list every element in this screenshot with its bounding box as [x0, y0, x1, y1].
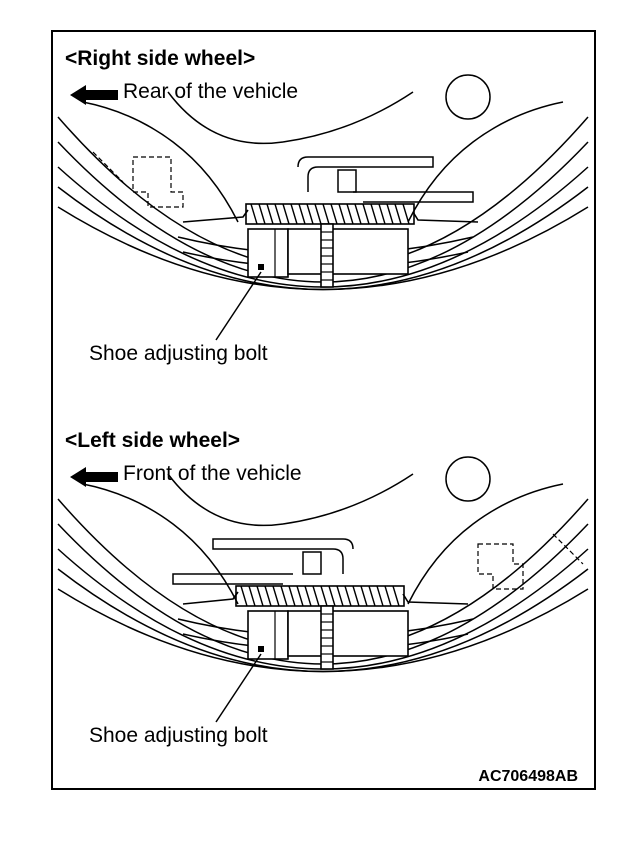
left-side-wheel-heading: <Left side wheel> — [65, 429, 241, 452]
right-side-brake-drawing — [57, 74, 589, 341]
right-side-wheel-heading: <Right side wheel> — [65, 47, 256, 70]
figure-frame: <Right side wheel> Rear of the vehicle S… — [51, 30, 596, 790]
shoe-adjusting-bolt-label-left: Shoe adjusting bolt — [89, 724, 268, 747]
front-of-vehicle-label: Front of the vehicle — [123, 462, 302, 485]
rear-of-vehicle-label: Rear of the vehicle — [123, 80, 299, 103]
left-side-brake-drawing — [57, 456, 589, 723]
shoe-adjusting-bolt-label-right: Shoe adjusting bolt — [89, 342, 268, 365]
arrow-left-icon — [70, 467, 118, 487]
left-side-wheel-panel: <Left side wheel> Front of the vehicle S… — [53, 414, 594, 784]
figure-code: AC706498AB — [478, 768, 578, 785]
arrow-left-icon — [70, 85, 118, 105]
right-side-wheel-panel: <Right side wheel> Rear of the vehicle S… — [53, 32, 594, 402]
